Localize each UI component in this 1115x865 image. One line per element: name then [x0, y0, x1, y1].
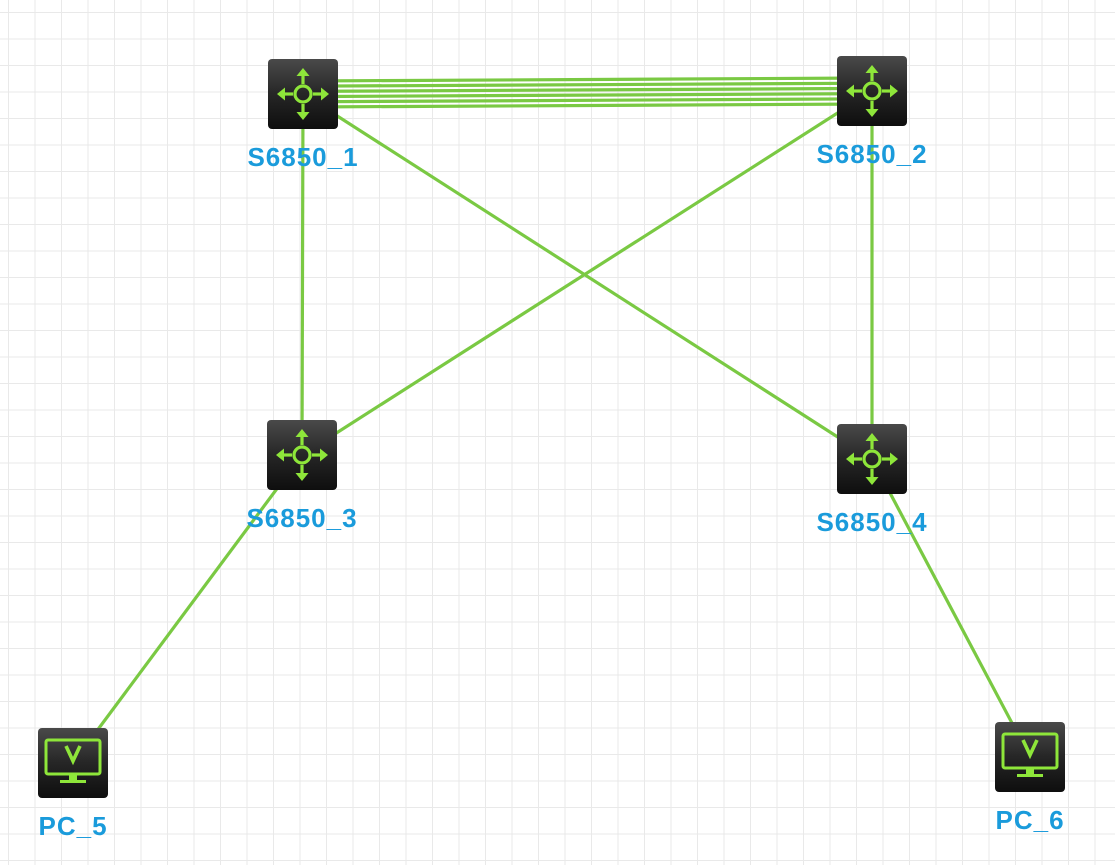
- device-label: S6850_4: [816, 507, 927, 537]
- device-s6850-2[interactable]: S6850_2: [816, 56, 927, 169]
- pc-icon: [995, 722, 1065, 792]
- device-label: S6850_2: [816, 139, 927, 169]
- link-s1-s3[interactable]: [300, 93, 305, 456]
- device-label: S6850_3: [246, 503, 357, 533]
- link-s3-pc5[interactable]: [71, 454, 304, 764]
- device-label: PC_6: [995, 805, 1064, 835]
- link-s1-s2[interactable]: [302, 76, 872, 83]
- switch-icon: [837, 424, 907, 494]
- link-s2-s3[interactable]: [301, 89, 873, 457]
- link-s1-s2[interactable]: [303, 97, 873, 104]
- pc-icon: [38, 728, 108, 798]
- device-label: S6850_1: [247, 142, 358, 172]
- device-pc-6[interactable]: PC_6: [995, 722, 1065, 835]
- device-s6850-1[interactable]: S6850_1: [247, 59, 358, 172]
- links-layer: [71, 76, 1032, 764]
- device-pc-5[interactable]: PC_5: [38, 728, 108, 841]
- link-s1-s2[interactable]: [303, 91, 873, 99]
- link-s1-s4[interactable]: [302, 92, 873, 461]
- device-s6850-3[interactable]: S6850_3: [246, 420, 357, 533]
- switch-icon: [268, 59, 338, 129]
- link-s4-pc6[interactable]: [870, 458, 1032, 758]
- device-label: PC_5: [38, 811, 107, 841]
- switch-icon: [837, 56, 907, 126]
- link-s1-s2[interactable]: [303, 102, 873, 109]
- link-s1-s2[interactable]: [302, 86, 872, 94]
- switch-icon: [267, 420, 337, 490]
- link-s1-s2[interactable]: [302, 81, 872, 88]
- device-s6850-4[interactable]: S6850_4: [816, 424, 927, 537]
